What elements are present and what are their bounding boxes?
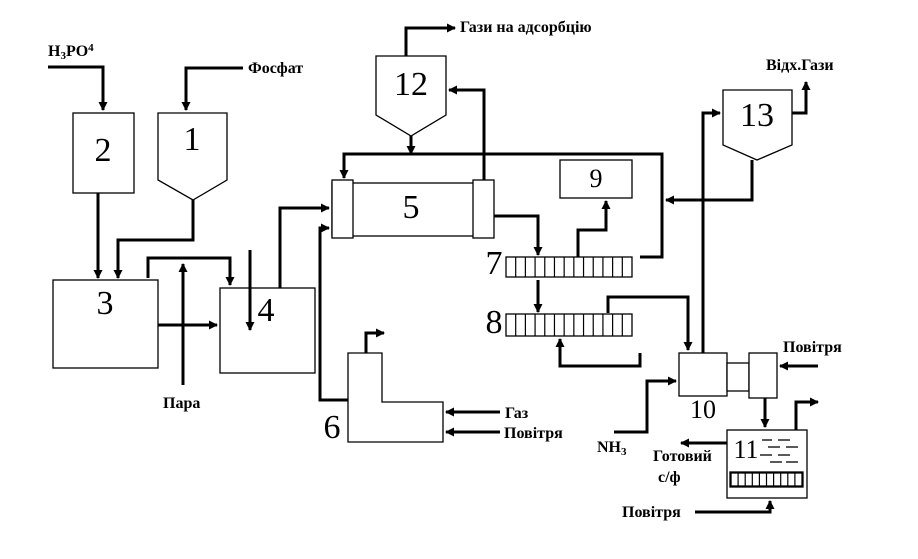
unit-13-cyclone	[722, 89, 793, 161]
flow-10-to-8	[555, 338, 642, 368]
flow-6-to-5	[318, 223, 348, 402]
label-finished-line1: Готовий	[653, 448, 712, 465]
conv7-frame	[505, 256, 633, 278]
label-waste-gases: Відх.Гази	[766, 57, 834, 74]
label-gas: Газ	[505, 405, 529, 422]
conv8-frame	[505, 313, 633, 337]
unit-9-box	[559, 159, 633, 199]
unit-4-reactor	[219, 287, 316, 374]
label-nh3: NH3	[597, 439, 627, 458]
unit-8-number: 8	[486, 304, 503, 341]
label-air-11: Повітря	[622, 504, 681, 521]
unit-1-number: 1	[184, 121, 201, 158]
unit-12-cyclone	[375, 55, 447, 137]
flow-h3po4-to-2	[48, 65, 108, 111]
unit-3-mixer	[52, 279, 159, 369]
label-finished-line2: с/ф	[658, 469, 681, 486]
label-air-6: Повітря	[504, 425, 563, 442]
flow-13-to-5-line	[665, 160, 754, 205]
flow-recycle-loop	[339, 152, 664, 259]
unit-7-number: 7	[486, 245, 503, 282]
unit-10-number: 10	[690, 395, 716, 424]
label-steam: Пара	[163, 395, 200, 412]
flow-10-to-13	[701, 108, 721, 353]
flow-7-to-9	[576, 200, 611, 257]
flow-5-to-12	[448, 85, 486, 180]
flow-nh3-to-10	[614, 376, 677, 434]
flow-recycle-to-3-4	[146, 256, 235, 286]
unit-11-dash-marks	[760, 439, 798, 463]
flow-5-to-7	[494, 214, 543, 256]
unit-11-grate-ticks	[730, 472, 803, 487]
unit-5-right-cap	[472, 179, 495, 239]
unit-1-hopper	[157, 112, 228, 201]
label-gases-to-adsorption: Гази на адсорбцію	[460, 19, 592, 36]
unit-9-number: 9	[590, 164, 603, 193]
unit-6-number: 6	[324, 409, 341, 446]
unit-5-drum-body	[331, 182, 493, 237]
unit-12-number: 12	[394, 66, 428, 103]
flow-air-to-11	[695, 500, 775, 514]
label-h3po4: H3PO4	[48, 42, 94, 62]
unit-11-number: 11	[733, 435, 758, 464]
flow-8-to-10	[606, 295, 693, 351]
unit-13-number: 13	[740, 97, 774, 134]
flow-11-out	[794, 397, 819, 430]
unit-4-number: 4	[258, 292, 275, 329]
unit-8-conveyor	[505, 313, 633, 337]
unit-7-conveyor	[505, 256, 633, 278]
unit-3-number: 3	[97, 285, 114, 322]
unit-10-right	[748, 352, 778, 399]
flow-4-to-5	[278, 203, 330, 288]
flow-1-to-3	[113, 200, 195, 279]
flow-12-to-adsorption	[404, 23, 456, 56]
unit-2-tank	[72, 112, 135, 194]
flow-phosphate-to-1	[181, 66, 243, 111]
unit-6-furnace	[347, 352, 444, 443]
flow-6-out	[364, 328, 385, 353]
unit-10-main	[678, 352, 728, 397]
unit-2-number: 2	[95, 132, 112, 169]
unit-5-left-cap	[331, 179, 354, 239]
label-phosphate: Фосфат	[248, 60, 303, 77]
label-air-10: Повітря	[783, 339, 842, 356]
unit-10-pipe	[726, 362, 750, 392]
unit-5-number: 5	[403, 189, 420, 226]
flow-13-waste	[792, 81, 811, 115]
